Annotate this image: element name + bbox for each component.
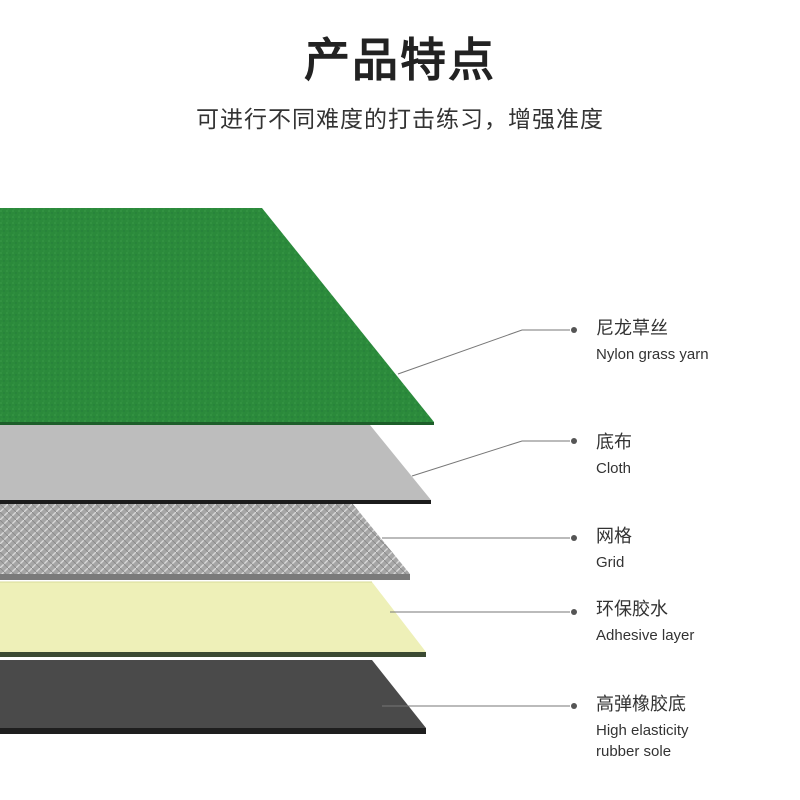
leader-dot-cloth (571, 438, 577, 444)
layer-grid (0, 503, 410, 580)
layer-rubber-sole (0, 660, 426, 734)
label-nylon-grass: 尼龙草丝 Nylon grass yarn (596, 318, 709, 365)
label-en: Grid (596, 554, 625, 571)
label-en: High elasticity rubber sole (596, 722, 689, 760)
page-title: 产品特点 (304, 33, 496, 87)
label-zh: 底布 (596, 432, 632, 453)
label-zh: 尼龙草丝 (596, 318, 668, 339)
label-zh: 高弹橡胶底 (596, 694, 686, 715)
label-en: Cloth (596, 460, 632, 477)
label-zh: 环保胶水 (596, 599, 668, 620)
layer-cloth (0, 425, 431, 504)
label-cloth: 底布 Cloth (596, 432, 632, 479)
label-rubber-sole: 高弹橡胶底 High elasticity rubber sole (596, 694, 689, 762)
leader-line-nylon (397, 329, 570, 375)
leader-dot-rubber (571, 703, 577, 709)
layer-adhesive (0, 581, 426, 657)
label-en: Adhesive layer (596, 627, 695, 644)
label-adhesive: 环保胶水 Adhesive layer (596, 599, 694, 646)
label-grid: 网格 Grid (596, 526, 632, 573)
leader-dot-nylon (571, 327, 577, 333)
label-en: Nylon grass yarn (596, 346, 709, 363)
label-zh: 网格 (596, 526, 632, 547)
leader-lines (382, 329, 570, 707)
leader-dot-grid (571, 535, 577, 541)
layer-nylon-grass (0, 208, 434, 425)
leader-dots (571, 327, 577, 709)
page-subtitle: 可进行不同难度的打击练习，增强准度 (196, 107, 604, 133)
leader-dot-adhesive (571, 609, 577, 615)
leader-line-cloth (411, 440, 570, 477)
